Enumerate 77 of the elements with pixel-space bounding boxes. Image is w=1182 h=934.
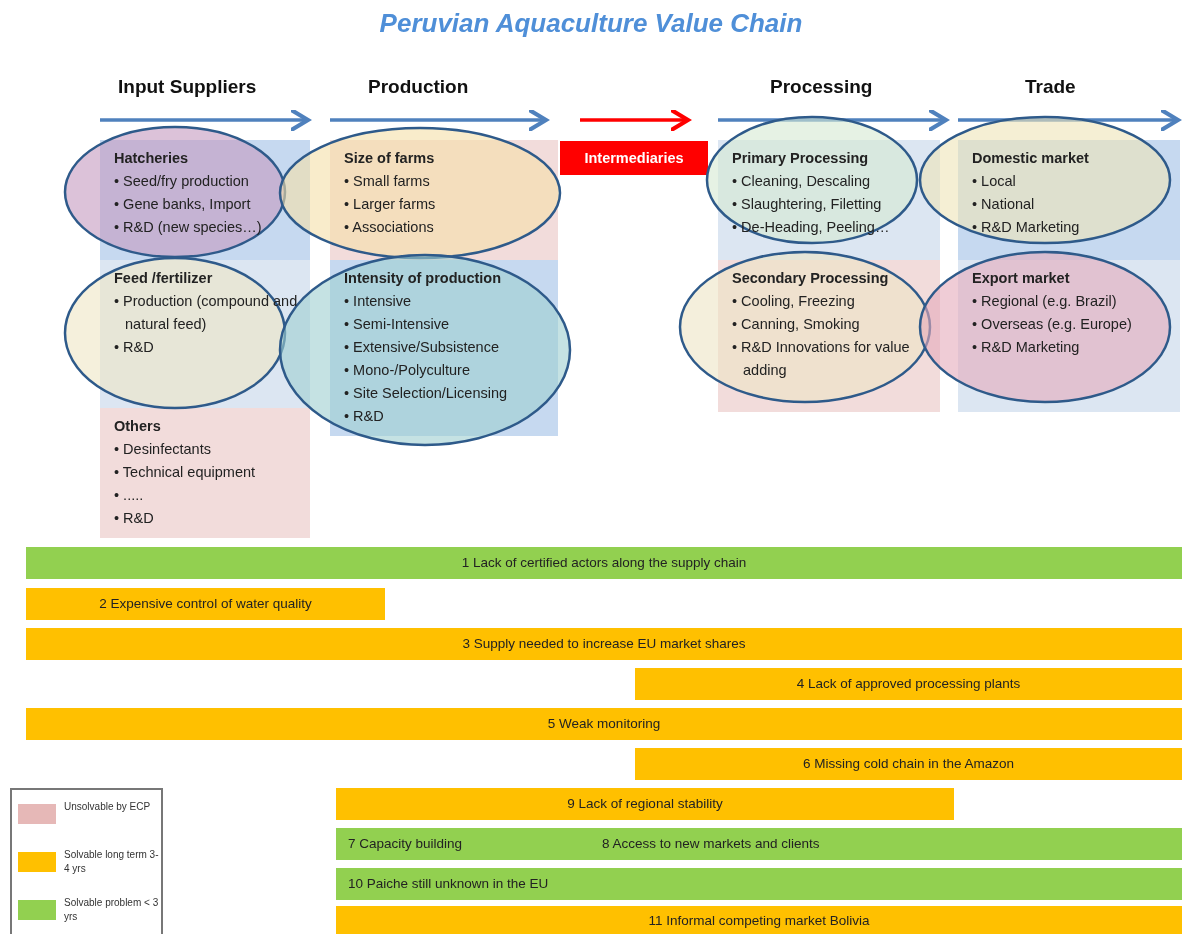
bullet-item: • Canning, Smoking <box>732 315 861 334</box>
problem-bar <box>336 828 1182 860</box>
bar-label: 2 Expensive control of water quality <box>98 595 313 613</box>
legend-label: Unsolvable by ECP <box>64 800 152 814</box>
bullet-item: • Desinfectants <box>114 440 212 459</box>
box-heading: Others <box>114 417 162 436</box>
problem-bar <box>26 628 1182 660</box>
bullet-item: • Mono-/Polyculture <box>344 361 471 380</box>
category-box <box>718 140 940 260</box>
bullet-item: • Semi-Intensive <box>344 315 450 334</box>
bar-label: 4 Lack of approved processing plants <box>795 675 1022 693</box>
bullet-item: • R&D <box>114 509 155 528</box>
bar-label: 1 Lack of certified actors along the supply chain <box>460 554 748 572</box>
bullet-item: • Cooling, Freezing <box>732 292 856 311</box>
bullet-item: • R&D Innovations for value adding <box>732 338 911 380</box>
bar-label: 8 Access to new markets and clients <box>602 835 820 853</box>
category-box <box>100 140 310 260</box>
stage-heading: Production <box>368 76 469 98</box>
box-heading: Size of farms <box>344 149 436 168</box>
category-box <box>718 260 940 412</box>
stage-heading: Processing <box>770 76 873 98</box>
problem-bar <box>336 868 1182 900</box>
box-heading: Primary Processing <box>732 149 870 168</box>
bullet-item: • Associations <box>344 218 435 237</box>
bar-label: 9 Lack of regional stability <box>566 795 724 813</box>
bullet-item: • Small farms <box>344 172 431 191</box>
bar-label: 3 Supply needed to increase EU market shares <box>461 635 747 653</box>
category-box <box>958 140 1180 260</box>
bullet-item: • R&D <box>114 338 155 357</box>
bar-label: 7 Capacity building <box>348 835 463 853</box>
category-box <box>330 260 558 436</box>
box-heading: Domestic market <box>972 149 1090 168</box>
problem-bar <box>26 708 1182 740</box>
title-text: Peruvian Aquaculture Value Chain <box>378 8 804 39</box>
bullet-item: • Intensive <box>344 292 413 311</box>
stage-heading: Trade <box>1025 76 1076 98</box>
category-box <box>100 260 310 408</box>
category-box <box>958 260 1180 412</box>
problem-bar <box>635 748 1182 780</box>
legend-label: Solvable problem < 3 yrs <box>64 896 160 924</box>
intermediary-box <box>560 141 708 175</box>
bullet-item: • R&D Marketing <box>972 338 1081 357</box>
problem-bar <box>26 588 385 620</box>
stage-heading: Input Suppliers <box>118 76 257 98</box>
bar-label: 5 Weak monitoring <box>546 715 662 733</box>
box-heading: Intensity of production <box>344 269 503 288</box>
bar-label: 11 Informal competing market Bolivia <box>647 912 871 930</box>
legend-label: Solvable long term 3-4 yrs <box>64 848 160 876</box>
bullet-item: • R&D <box>344 407 385 426</box>
bullet-item: • Gene banks, Import <box>114 195 252 214</box>
box-heading: Hatcheries <box>114 149 190 168</box>
bullet-item: • Technical equipment <box>114 463 257 482</box>
bullet-item: • Local <box>972 172 1017 191</box>
bullet-item: • National <box>972 195 1036 214</box>
bullet-item: • R&D (new species…) <box>114 218 263 237</box>
bullet-item: • R&D Marketing <box>972 218 1081 237</box>
problem-bar <box>336 788 954 820</box>
problem-bar <box>26 547 1182 579</box>
category-box <box>330 140 558 260</box>
bullet-item: • Regional (e.g. Brazil) <box>972 292 1118 311</box>
bar-label: 6 Missing cold chain in the Amazon <box>802 755 1015 773</box>
bullet-item: • Site Selection/Licensing <box>344 384 509 403</box>
box-heading: Intermediaries <box>583 149 685 168</box>
bullet-item: • Slaughtering, Filetting <box>732 195 883 214</box>
bar-label: 10 Paiche still unknown in the EU <box>348 875 549 893</box>
bullet-item: • Seed/fry production <box>114 172 250 191</box>
bullet-item: • Larger farms <box>344 195 437 214</box>
category-box <box>100 408 310 538</box>
bullet-item: • Cleaning, Descaling <box>732 172 872 191</box>
bullet-item: • Overseas (e.g. Europe) <box>972 315 1133 334</box>
box-heading: Export market <box>972 269 1071 288</box>
bullet-item: • Extensive/Subsistence <box>344 338 500 357</box>
problem-bar <box>635 668 1182 700</box>
box-heading: Secondary Processing <box>732 269 890 288</box>
bullet-item: • ..... <box>114 486 145 505</box>
box-heading: Feed /fertilizer <box>114 269 214 288</box>
problem-bar <box>336 906 1182 934</box>
